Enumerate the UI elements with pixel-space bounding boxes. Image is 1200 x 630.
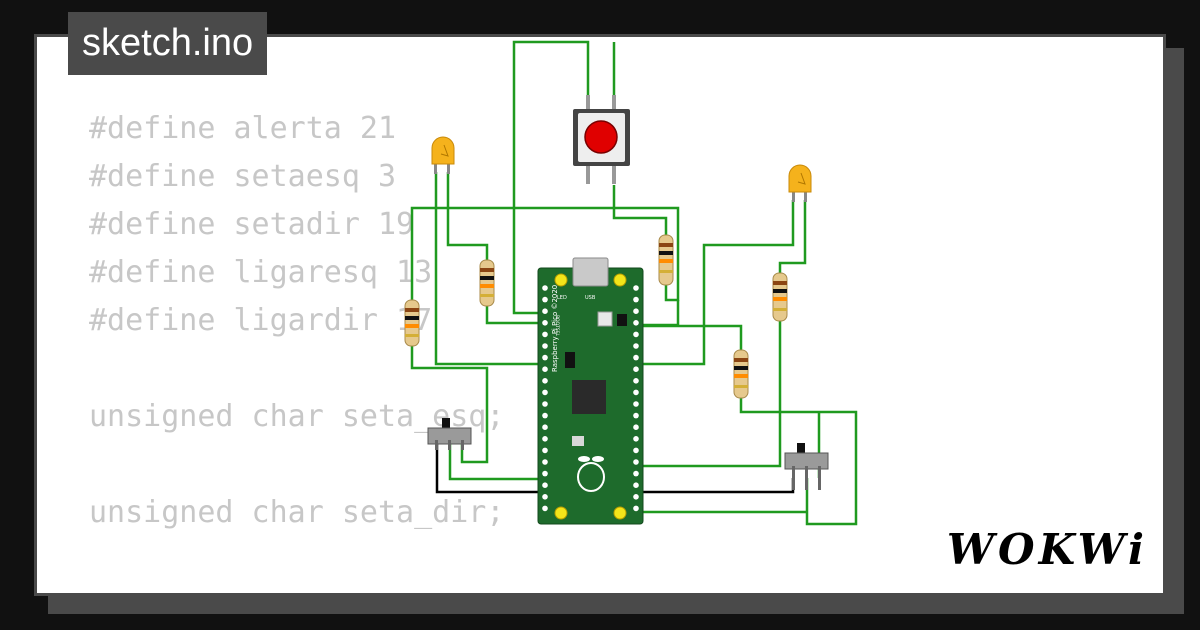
wire xyxy=(739,398,858,526)
header-pin[interactable] xyxy=(542,320,548,326)
filename-tab[interactable]: sketch.ino xyxy=(68,12,268,75)
led-left[interactable] xyxy=(431,136,455,174)
header-pins xyxy=(542,285,639,512)
header-pin[interactable] xyxy=(542,354,548,361)
wires xyxy=(410,40,858,526)
code-line: #define alerta 21 xyxy=(89,111,397,146)
led-label: LED xyxy=(557,295,567,301)
header-pin[interactable] xyxy=(633,320,639,326)
header-pin[interactable] xyxy=(542,494,548,500)
header-pin[interactable] xyxy=(542,296,548,303)
header-pin[interactable] xyxy=(633,378,639,384)
header-pin[interactable] xyxy=(542,331,548,338)
header-pin[interactable] xyxy=(542,366,548,373)
wire xyxy=(778,200,807,273)
resistor[interactable] xyxy=(404,299,420,347)
header-pin[interactable] xyxy=(633,447,639,454)
header-pin[interactable] xyxy=(633,389,639,396)
code-line: #define setaesq 3 xyxy=(89,159,397,194)
header-pin[interactable] xyxy=(633,459,639,465)
header-pin[interactable] xyxy=(633,505,639,512)
wire xyxy=(485,305,548,325)
header-pin[interactable] xyxy=(542,447,548,454)
mount-hole xyxy=(554,506,568,520)
header-pin[interactable] xyxy=(542,378,548,384)
header-pin[interactable] xyxy=(542,424,548,431)
wire xyxy=(634,200,795,366)
rp2040-chip xyxy=(572,380,606,414)
usb-port xyxy=(572,257,609,287)
wire xyxy=(446,172,489,260)
wire xyxy=(448,440,548,481)
resistor[interactable] xyxy=(658,234,674,286)
header-pin[interactable] xyxy=(542,343,548,349)
header-pin[interactable] xyxy=(633,366,639,373)
wire xyxy=(434,172,548,366)
code-line: #define ligaresq 13 xyxy=(89,255,433,290)
push-button[interactable] xyxy=(573,95,630,184)
wire xyxy=(634,320,782,468)
pico-board[interactable]: LED USB BOOTSEL Raspberry Pi Pico ©2020 xyxy=(537,257,644,525)
slide-switch-left[interactable] xyxy=(427,418,472,450)
header-pin[interactable] xyxy=(633,424,639,431)
wire xyxy=(512,40,590,315)
chip xyxy=(565,352,575,368)
header-pin[interactable] xyxy=(633,401,639,407)
header-pin[interactable] xyxy=(542,285,548,291)
resistor[interactable] xyxy=(733,349,749,399)
header-pin[interactable] xyxy=(542,401,548,407)
header-pin[interactable] xyxy=(633,331,639,338)
header-pin[interactable] xyxy=(542,389,548,396)
wire xyxy=(612,185,668,235)
wokwi-logo[interactable]: WOKWi xyxy=(946,525,1148,574)
header-pin[interactable] xyxy=(542,482,548,489)
raspberry-logo-icon xyxy=(577,456,605,492)
header-pin[interactable] xyxy=(633,482,639,489)
slide-switch-right[interactable] xyxy=(784,443,829,490)
code-line: unsigned char seta_esq; xyxy=(89,399,505,434)
header-pin[interactable] xyxy=(633,285,639,291)
wire xyxy=(410,206,680,302)
code-line: const uint8_t buttonPins[] = {2, xyxy=(89,585,667,593)
mount-hole xyxy=(613,506,627,520)
bootsel-label: BOOTSEL xyxy=(554,315,560,337)
component xyxy=(572,436,584,446)
header-pin[interactable] xyxy=(542,412,548,419)
header-pin[interactable] xyxy=(633,354,639,361)
header-pin[interactable] xyxy=(542,308,548,315)
code-line: #define ligardir 17 xyxy=(89,303,433,338)
mount-hole xyxy=(613,273,627,287)
header-pin[interactable] xyxy=(542,470,548,477)
header-pin[interactable] xyxy=(633,436,639,442)
board-model-text: Raspberry Pi Pico ©2020 xyxy=(551,285,559,372)
header-pin[interactable] xyxy=(633,296,639,303)
mount-hole xyxy=(554,273,568,287)
header-pin[interactable] xyxy=(542,459,548,465)
header-pin[interactable] xyxy=(542,436,548,442)
code-line: unsigned char seta_dir; xyxy=(89,495,505,530)
bootsel-button[interactable] xyxy=(597,311,613,327)
chip xyxy=(617,314,627,326)
header-pin[interactable] xyxy=(633,343,639,349)
code-preview: #define alerta 21 #define setaesq 3 #defin… xyxy=(89,105,667,593)
header-pin[interactable] xyxy=(633,412,639,419)
wire xyxy=(634,324,743,350)
usb-label: USB xyxy=(585,295,596,301)
header-pin[interactable] xyxy=(542,505,548,512)
header-pin[interactable] xyxy=(633,308,639,315)
resistor[interactable] xyxy=(479,259,495,307)
code-line: #define setadir 19 xyxy=(89,207,415,242)
wire xyxy=(410,345,489,464)
header-pin[interactable] xyxy=(633,494,639,500)
header-pin[interactable] xyxy=(633,470,639,477)
led-right[interactable] xyxy=(788,164,812,202)
resistor[interactable] xyxy=(772,272,788,322)
